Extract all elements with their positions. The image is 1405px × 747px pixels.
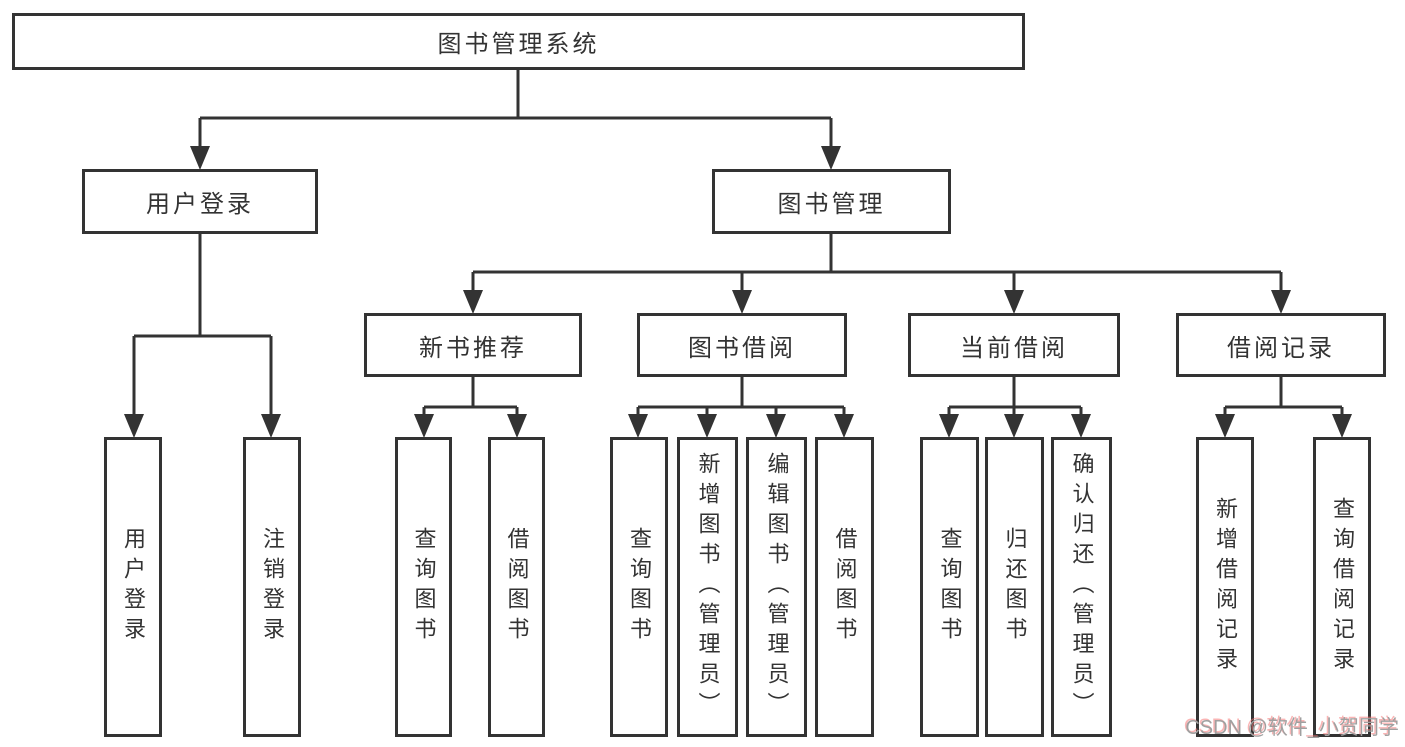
node-label: 借阅记录 [1227, 334, 1335, 362]
node-borrowing-records: 借阅记录 [1176, 313, 1386, 377]
node-new-book-recommend: 新书推荐 [364, 313, 582, 377]
node-label: 图书管理 [777, 191, 886, 218]
node-label: 注销登录 [260, 527, 285, 647]
node-label: 新增图书（管理员） [695, 452, 721, 722]
node-label: 新书推荐 [419, 334, 527, 362]
node-root-system: 图书管理系统 [12, 13, 1025, 70]
node-label: 图书借阅 [688, 334, 796, 362]
leaf-query-borrow-record: 查询借阅记录 [1313, 437, 1371, 737]
node-label: 查询图书 [411, 527, 437, 647]
leaf-return-books: 归还图书 [985, 437, 1044, 737]
node-label: 借阅图书 [504, 527, 530, 647]
node-label: 用户登录 [121, 527, 146, 647]
node-label: 编辑图书（管理员） [764, 452, 790, 722]
leaf-query-books-recommend: 查询图书 [395, 437, 452, 737]
leaf-borrow-books-recommend: 借阅图书 [488, 437, 545, 737]
leaf-confirm-return-admin: 确认归还（管理员） [1051, 437, 1112, 737]
node-book-borrowing: 图书借阅 [637, 313, 847, 377]
leaf-logout-login: 注销登录 [243, 437, 301, 737]
node-label: 确认归还（管理员） [1069, 452, 1095, 722]
csdn-watermark: CSDN @软件_小贺同学 [1185, 717, 1399, 739]
leaf-add-books-admin: 新增图书（管理员） [677, 437, 738, 737]
node-label: 查询图书 [937, 527, 963, 647]
leaf-add-borrow-record: 新增借阅记录 [1196, 437, 1254, 737]
node-label: 用户登录 [146, 191, 254, 218]
node-label: 借阅图书 [832, 527, 858, 647]
node-label: 归还图书 [1002, 527, 1028, 647]
tree-connectors [132, 70, 1344, 420]
leaf-user-login: 用户登录 [104, 437, 162, 737]
node-book-management: 图书管理 [712, 169, 951, 234]
node-label: 新增借阅记录 [1213, 497, 1238, 677]
leaf-borrow-books: 借阅图书 [815, 437, 874, 737]
node-label: 当前借阅 [960, 334, 1068, 362]
node-label: 图书管理系统 [437, 31, 600, 58]
leaf-query-books-borrowing: 查询图书 [610, 437, 668, 737]
leaf-query-books-current: 查询图书 [920, 437, 979, 737]
node-label: 查询图书 [627, 527, 652, 647]
node-current-borrowing: 当前借阅 [908, 313, 1120, 377]
node-label: 查询借阅记录 [1330, 497, 1355, 677]
arrow-down-icons [124, 146, 1352, 438]
node-user-login: 用户登录 [82, 169, 318, 234]
leaf-edit-books-admin: 编辑图书（管理员） [746, 437, 807, 737]
